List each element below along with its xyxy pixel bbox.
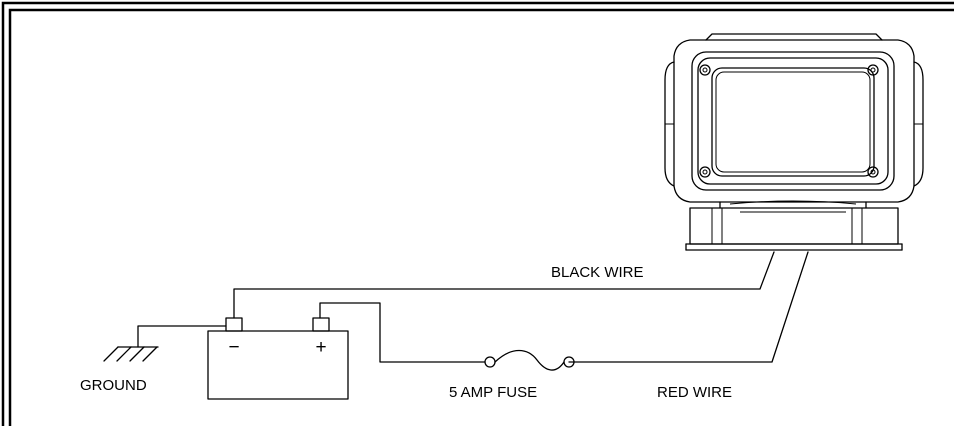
red-wire-label: RED WIRE <box>657 384 732 401</box>
fuse-label: 5 AMP FUSE <box>449 384 537 401</box>
negative-sign: − <box>228 337 239 358</box>
fuse-icon <box>484 349 575 371</box>
negative-terminal <box>225 317 243 332</box>
ground-symbol-icon <box>103 346 159 362</box>
black-wire <box>233 251 775 319</box>
red-wire <box>568 251 809 363</box>
red-wire-to-fuse <box>319 302 486 363</box>
battery-icon <box>207 317 349 400</box>
searchlight-icon <box>664 33 924 251</box>
ground-wire <box>137 325 227 348</box>
black-wire-label: BLACK WIRE <box>551 264 644 281</box>
ground-label: GROUND <box>80 377 147 394</box>
positive-sign: + <box>315 337 326 358</box>
positive-terminal <box>312 317 330 332</box>
